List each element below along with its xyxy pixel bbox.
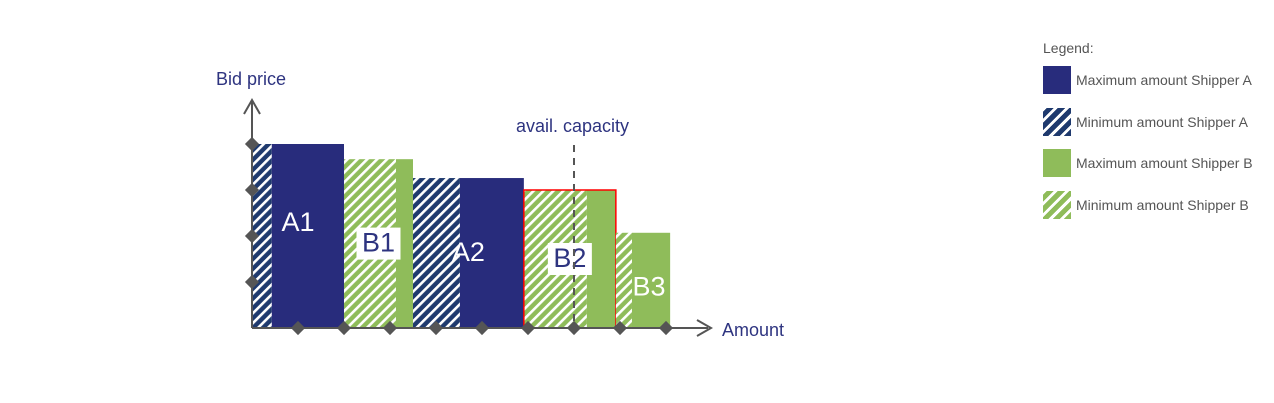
legend-swatch-B-max xyxy=(1043,149,1071,177)
y-tick-marker xyxy=(244,274,260,290)
bar-max-A1 xyxy=(271,144,344,328)
x-tick-marker xyxy=(658,320,674,336)
bar-B3: B3 xyxy=(615,232,671,328)
legend-label: Minimum amount Shipper A xyxy=(1076,113,1248,130)
x-axis-label: Amount xyxy=(722,320,784,340)
x-tick-marker xyxy=(520,320,536,336)
x-tick-marker xyxy=(382,320,398,336)
bar-min-A2 xyxy=(413,178,460,328)
x-tick-marker xyxy=(474,320,490,336)
bar-max-B3 xyxy=(631,232,671,328)
bar-A1: A1 xyxy=(252,144,344,328)
legend-item: Maximum amount Shipper A xyxy=(1043,66,1253,94)
x-axis-arrow-icon xyxy=(696,319,714,337)
bar-label-A2: A2 xyxy=(452,237,485,267)
legend-label: Maximum amount Shipper A xyxy=(1076,72,1252,88)
y-tick-marker xyxy=(244,228,260,244)
bar-label-B2: B2 xyxy=(553,243,586,273)
bar-label-B3: B3 xyxy=(632,271,665,301)
y-tick-marker xyxy=(244,182,260,198)
legend-swatch-B-min xyxy=(1043,190,1071,219)
legend-title: Legend: xyxy=(1043,40,1094,56)
y-tick-marker xyxy=(244,136,260,152)
legend-swatch-A-min xyxy=(1043,107,1071,136)
x-tick-marker xyxy=(612,320,628,336)
axes-layer xyxy=(243,97,714,337)
legend: Legend: Maximum amount Shipper A Minimum … xyxy=(1043,40,1253,232)
y-axis-label: Bid price xyxy=(216,69,286,89)
bar-B1: B1 xyxy=(344,159,413,328)
x-tick-marker xyxy=(290,320,306,336)
bar-label-box-B1 xyxy=(356,227,401,260)
bar-B2: B2 xyxy=(523,189,617,328)
legend-label: Minimum amount Shipper B xyxy=(1076,196,1249,213)
x-tick-marker xyxy=(428,320,444,336)
y-axis-arrow-icon xyxy=(243,97,261,115)
bar-label-B1: B1 xyxy=(362,228,395,258)
bar-label-box-B2 xyxy=(547,243,592,275)
capacity-label: avail. capacity xyxy=(516,116,629,136)
bar-A2: A2 xyxy=(413,178,524,328)
legend-swatch-A-max xyxy=(1043,66,1071,94)
bar-max-B1 xyxy=(395,159,413,328)
legend-item: Minimum amount Shipper A xyxy=(1043,107,1253,136)
bar-min-B3 xyxy=(615,232,632,328)
bar-label-A1: A1 xyxy=(281,207,314,237)
x-tick-marker xyxy=(336,320,352,336)
legend-item: Minimum amount Shipper B xyxy=(1043,190,1253,219)
legend-item: Maximum amount Shipper B xyxy=(1043,149,1253,177)
legend-label: Maximum amount Shipper B xyxy=(1076,155,1253,171)
bar-max-A2 xyxy=(459,178,524,328)
